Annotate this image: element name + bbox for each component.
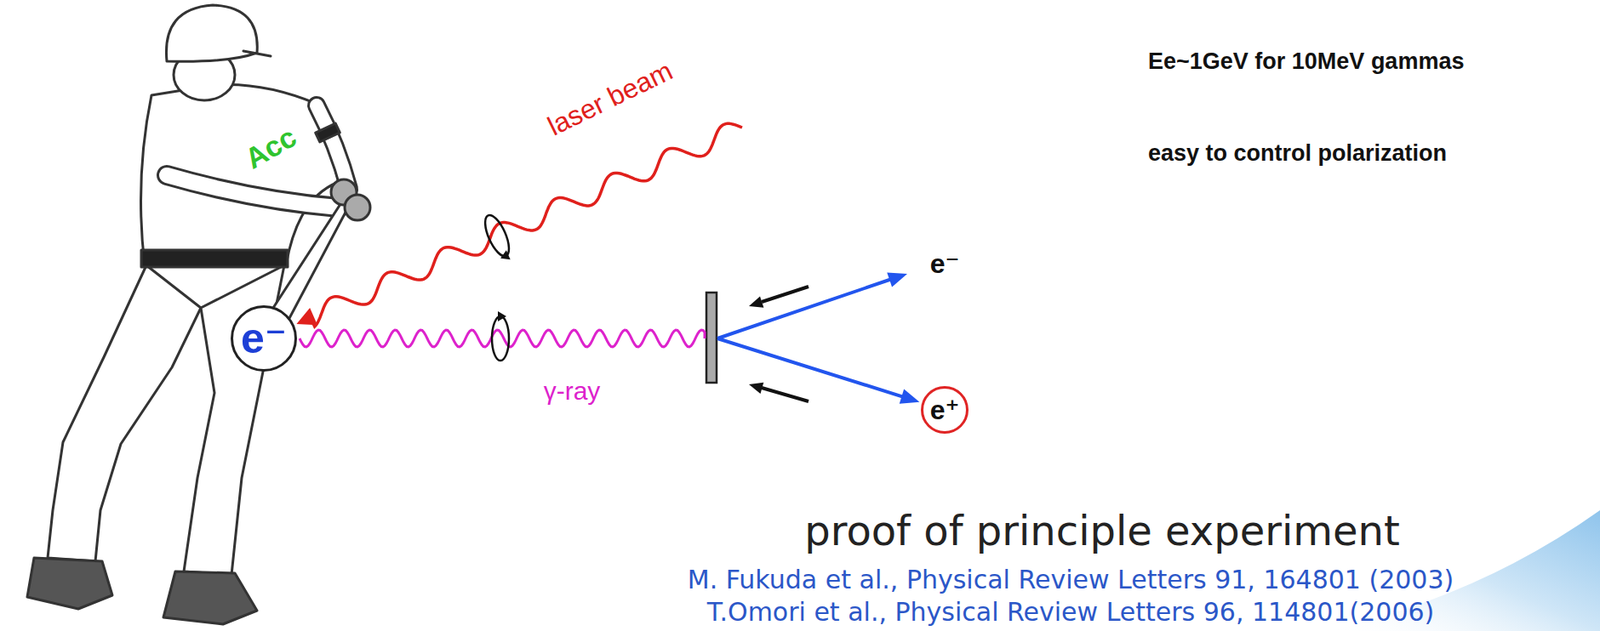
- recoil-arrow: [761, 286, 809, 303]
- beam-label: γ-ray: [543, 377, 601, 406]
- polarization-arrowhead: [498, 250, 511, 263]
- batter-left-arm: [166, 175, 339, 208]
- positron-circle: e⁺: [920, 386, 969, 435]
- batter-torso: [141, 84, 340, 266]
- batter-right-arm-outline: [316, 105, 349, 189]
- electron-track-arrowhead: [886, 273, 908, 288]
- batter-figure: [27, 5, 371, 625]
- beam-label: laser beam: [542, 55, 678, 143]
- polarization-ring: [480, 211, 514, 260]
- heading-text: proof of principle experiment: [804, 507, 1400, 555]
- positron-track-arrowhead: [899, 389, 920, 405]
- batter-left-shoe: [27, 558, 113, 610]
- note-text: Ee~1GeV for 10MeV gammas: [1148, 48, 1464, 75]
- electron-ball: e⁻: [230, 305, 298, 372]
- laser-wave: [310, 123, 743, 327]
- polarization-arrowhead: [497, 311, 507, 322]
- gamma-polarization: [491, 311, 509, 361]
- polarization-ring: [491, 316, 509, 361]
- reference-text: M. Fukuda et al., Physical Review Letter…: [687, 565, 1454, 595]
- note-text: easy to control polarization: [1148, 140, 1447, 167]
- batter-belt: [141, 250, 288, 268]
- recoil-arrowhead: [748, 296, 764, 308]
- conversion-target: [706, 292, 717, 383]
- particle-symbol: e⁺: [930, 394, 960, 427]
- batter-right-shoe: [163, 571, 258, 625]
- laser-arrowhead: [296, 308, 318, 326]
- helmet-brim: [243, 51, 271, 57]
- reference-text: T.Omori et al., Physical Review Letters …: [707, 597, 1435, 628]
- particle-symbol: e⁻: [240, 314, 287, 364]
- batter-helmet: [165, 5, 258, 62]
- batter-glove: [344, 194, 371, 221]
- batter-right-arm: [316, 105, 349, 189]
- laser-polarization: [480, 211, 516, 264]
- particle-label: e⁻: [930, 247, 960, 280]
- batter-armband: [315, 123, 341, 143]
- recoil-arrow: [761, 388, 809, 402]
- batter-left-arm-outline: [166, 175, 339, 208]
- gamma-wave: [299, 330, 705, 348]
- electron-track: [717, 279, 892, 339]
- positron-track: [717, 338, 905, 398]
- batter-left-leg: [47, 265, 201, 562]
- recoil-arrowhead: [748, 382, 764, 395]
